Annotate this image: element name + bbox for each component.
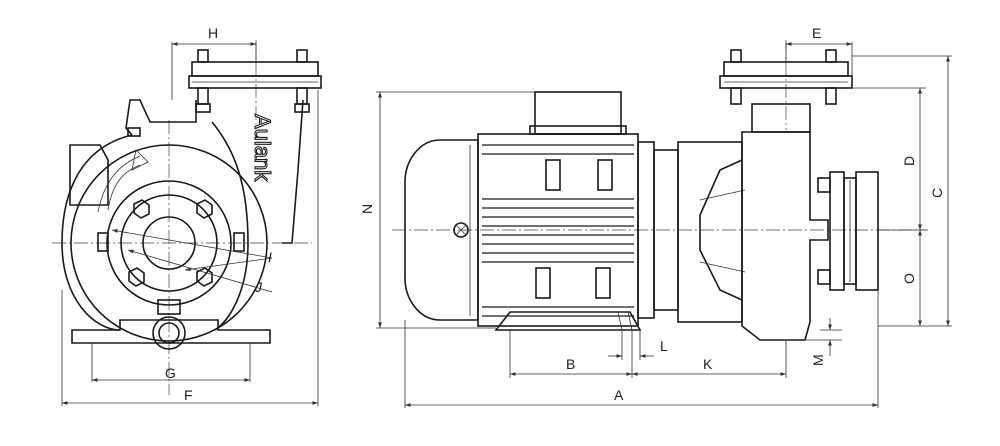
dim-label-d: D — [901, 156, 917, 166]
dimension-lines — [61, 42, 952, 408]
motor-foot — [494, 311, 642, 331]
terminal-box — [529, 91, 627, 191]
dim-label-m: M — [810, 354, 826, 366]
dim-label-i: I — [268, 249, 272, 265]
dim-label-g: G — [165, 365, 176, 381]
dim-label-f: F — [184, 387, 193, 403]
dim-label-a: A — [614, 387, 624, 403]
dim-label-h: H — [208, 25, 218, 41]
dim-label-c: C — [929, 188, 945, 198]
front-volute-casing — [61, 99, 304, 350]
dim-label-n: N — [359, 204, 375, 214]
side-pump-casing — [741, 131, 829, 341]
dim-label-j: J — [254, 279, 263, 295]
dim-label-e: E — [812, 25, 821, 41]
side-view — [392, 40, 928, 341]
motor-fan-cover — [404, 139, 479, 321]
aulank-logo: Aulank — [250, 114, 275, 182]
motor-cooling-fins — [482, 144, 634, 317]
dim-label-o: O — [901, 273, 917, 284]
front-discharge-flange — [188, 49, 322, 113]
dimension-labels: H G F I J N B K L A M E D O C — [165, 25, 945, 403]
side-suction-flange — [817, 171, 879, 291]
dim-label-b: B — [566, 356, 575, 372]
dim-label-l: L — [660, 338, 668, 354]
earth-screw-icon — [453, 222, 469, 238]
front-view: Aulank — [52, 40, 322, 395]
dim-label-k: K — [703, 356, 713, 372]
